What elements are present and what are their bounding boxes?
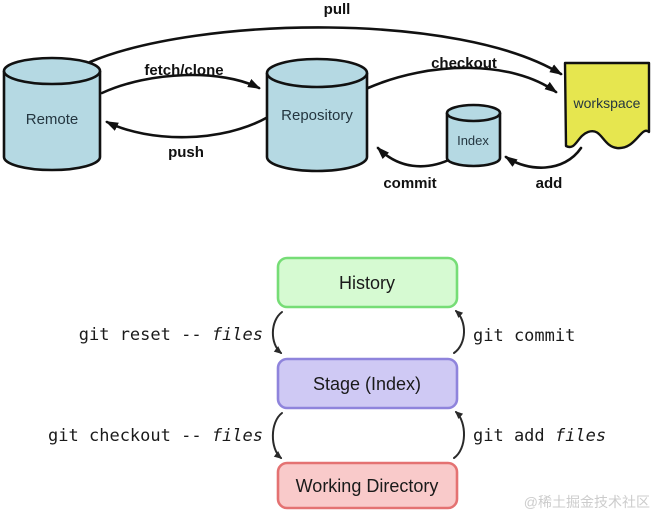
pull-label: pull [324, 1, 351, 18]
fetch-clone-label: fetch/clone [144, 62, 223, 79]
git-reset-label: git reset -- files [79, 325, 263, 345]
push-label: push [168, 144, 204, 161]
add-up-arrow [453, 410, 465, 459]
remote-node: Remote [2, 56, 102, 172]
git-commit-label: git commit [473, 326, 575, 346]
history-box: History [276, 256, 459, 309]
working-directory-box: Working Directory [276, 461, 459, 510]
working-directory-box-label: Working Directory [296, 476, 439, 496]
index-cylinder-top [445, 103, 502, 123]
stage-box-label: Stage (Index) [313, 374, 421, 394]
add-label: add [536, 175, 563, 192]
repository-cylinder-body [265, 73, 369, 173]
add-arrow [504, 146, 583, 169]
checkout-label: checkout [431, 55, 497, 72]
repository-cylinder-top [265, 57, 369, 89]
pull-arrow [88, 26, 563, 76]
workspace-shape [563, 61, 651, 150]
repository-node: Repository [265, 57, 369, 173]
workspace-label: workspace [573, 95, 641, 111]
stage-box: Stage (Index) [276, 357, 459, 410]
git-checkout-label: git checkout -- files [48, 426, 263, 446]
stage-box-rect [276, 357, 459, 410]
watermark-text: @稀土掘金技术社区 [524, 494, 650, 510]
index-node: Index [445, 103, 502, 168]
history-box-rect [276, 256, 459, 309]
index-cylinder-body [445, 113, 502, 168]
checkout-arrow [366, 66, 558, 94]
repository-label: Repository [281, 107, 353, 124]
index-label: Index [457, 133, 489, 148]
commit-up-arrow [453, 309, 465, 354]
push-arrow [105, 115, 270, 139]
git-add-label: git add files [473, 426, 606, 446]
remote-cylinder-top [2, 56, 102, 86]
working-directory-box-rect [276, 461, 459, 510]
history-box-label: History [339, 273, 395, 293]
workspace-node: workspace [563, 61, 651, 150]
commit-arrow [376, 146, 455, 168]
remote-cylinder-body [2, 71, 102, 172]
checkout-down-arrow [271, 412, 283, 459]
reset-arrow [271, 311, 283, 354]
fetch-clone-arrow [100, 73, 261, 95]
remote-label: Remote [26, 111, 79, 128]
commit-label: commit [383, 175, 436, 192]
